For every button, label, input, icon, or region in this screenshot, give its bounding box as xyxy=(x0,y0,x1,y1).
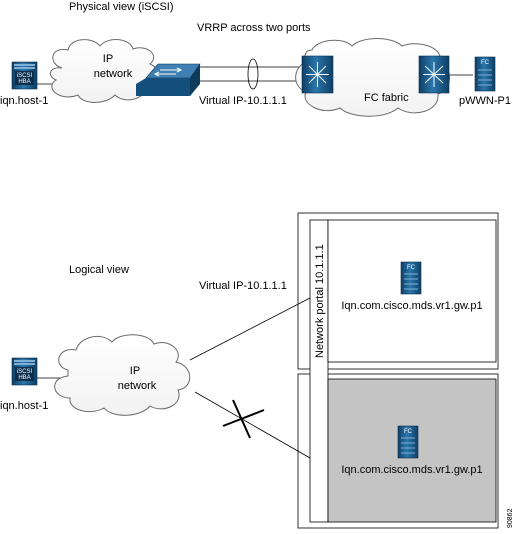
network-portal-bar xyxy=(309,219,329,523)
standby-target-label: Iqn.com.cisco.mds.vr1.gw.p1 xyxy=(341,464,482,476)
logical-ip-network-cloud: IP network xyxy=(54,334,191,416)
host-server-icon: iSCSI HBA xyxy=(11,61,38,90)
network-portal-label: Network portal 10.1.1.1 xyxy=(314,244,326,358)
active-target-label: Iqn.com.cisco.mds.vr1.gw.p1 xyxy=(341,300,482,312)
logical-ip-network-label-line1: IP xyxy=(130,365,140,377)
logical-view-title: Logical view xyxy=(69,264,129,276)
physical-target-label: pWWN-P1 xyxy=(459,95,511,107)
physical-view: Physical view (iSCSI) VRRP across two po… xyxy=(0,1,511,117)
logical-host-badge-line2: HBA xyxy=(18,375,30,381)
active-path-link xyxy=(189,297,311,361)
vrrp-label: VRRP across two ports xyxy=(197,22,311,34)
physical-virtual-ip-label: Virtual IP-10.1.1.1 xyxy=(199,95,287,107)
ip-network-cloud: IP network xyxy=(49,39,160,103)
logical-host-label: iqn.host-1 xyxy=(0,400,48,412)
physical-target-badge: FC xyxy=(481,60,490,66)
mds-switch-left-icon xyxy=(301,55,334,94)
standby-path-link xyxy=(194,391,311,459)
logical-ip-network-label-line2: network xyxy=(118,380,157,392)
ip-network-label-line1: IP xyxy=(103,53,113,65)
logical-host-badge-line1: iSCSI xyxy=(17,369,33,375)
fc-fabric-cloud: FC fabric xyxy=(295,38,450,117)
physical-host-label: iqn.host-1 xyxy=(0,95,48,107)
logical-virtual-ip-label: Virtual IP-10.1.1.1 xyxy=(199,280,287,292)
figure-id: 90862 xyxy=(507,508,514,528)
standby-fc-target-icon: FC xyxy=(397,425,419,459)
host-badge-line1: iSCSI xyxy=(17,73,33,79)
ip-network-label-line2: network xyxy=(94,68,133,80)
vrrp-bundle-ellipse xyxy=(247,58,259,90)
active-fc-target-icon: FC xyxy=(400,261,422,295)
logical-host-server-icon: iSCSI HBA xyxy=(11,357,38,386)
mds-switch-right-icon xyxy=(418,55,450,94)
failed-path-cross-icon xyxy=(222,399,265,439)
standby-target-badge: FC xyxy=(404,429,413,435)
physical-view-title: Physical view (iSCSI) xyxy=(69,1,174,13)
fc-fabric-label: FC fabric xyxy=(364,92,409,104)
host-badge-line2: HBA xyxy=(18,79,30,85)
active-target-badge: FC xyxy=(407,265,416,271)
ethernet-switch-icon xyxy=(136,63,201,96)
fc-target-icon: FC xyxy=(474,56,496,92)
logical-view: Logical view Virtual IP-10.1.1.1 Network… xyxy=(0,212,499,529)
